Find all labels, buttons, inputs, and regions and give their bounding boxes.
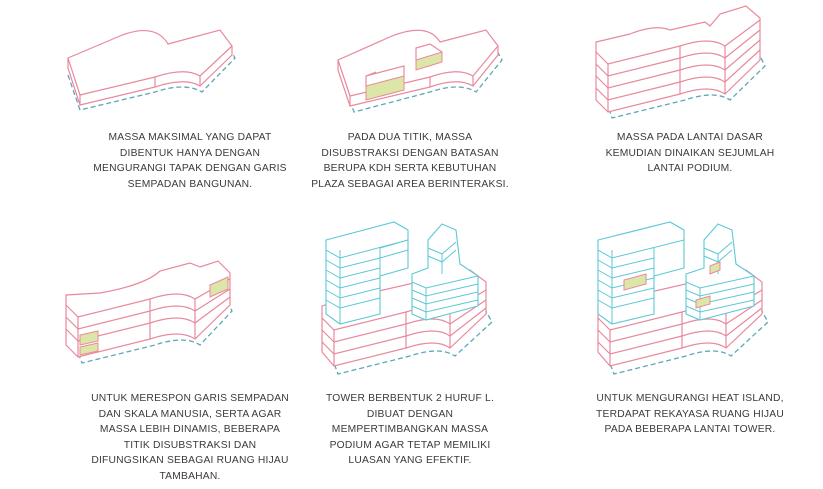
step-2-massing-diagram bbox=[337, 29, 503, 113]
step-4-caption: UNTUK MERESPON GARIS SEMPADAN DAN SKALA … bbox=[91, 393, 289, 482]
step-5-panel: TOWER BERBENTUK 2 HURUF L. DIBUAT DENGAN… bbox=[280, 210, 540, 489]
step-3-panel: MASSA PADA LANTAI DASAR KEMUDIAN DINAIKA… bbox=[560, 0, 820, 200]
step-3-caption: MASSA PADA LANTAI DASAR KEMUDIAN DINAIKA… bbox=[605, 132, 775, 174]
step-1-massing-diagram bbox=[67, 29, 236, 111]
step-1-caption: MASSA MAKSIMAL YANG DAPAT DIBENTUK HANYA… bbox=[93, 132, 287, 190]
step-2-panel: PADA DUA TITIK, MASSA DISUBSTRAKSI DENGA… bbox=[280, 0, 540, 200]
step-3-massing-diagram bbox=[595, 5, 766, 119]
step-5-massing-diagram bbox=[321, 221, 493, 375]
step-1-panel: MASSA MAKSIMAL YANG DAPAT DIBENTUK HANYA… bbox=[60, 0, 320, 200]
step-2-caption: PADA DUA TITIK, MASSA DISUBSTRAKSI DENGA… bbox=[311, 132, 509, 190]
step-5-caption: TOWER BERBENTUK 2 HURUF L. DIBUAT DENGAN… bbox=[325, 393, 495, 466]
step-6-panel: UNTUK MENGURANGI HEAT ISLAND, TERDAPAT R… bbox=[560, 210, 820, 489]
step-4-massing-diagram bbox=[65, 260, 233, 364]
step-6-caption: UNTUK MENGURANGI HEAT ISLAND, TERDAPAT R… bbox=[596, 393, 784, 435]
step-4-panel: UNTUK MERESPON GARIS SEMPADAN DAN SKALA … bbox=[60, 245, 320, 489]
step-6-massing-diagram bbox=[597, 221, 769, 375]
